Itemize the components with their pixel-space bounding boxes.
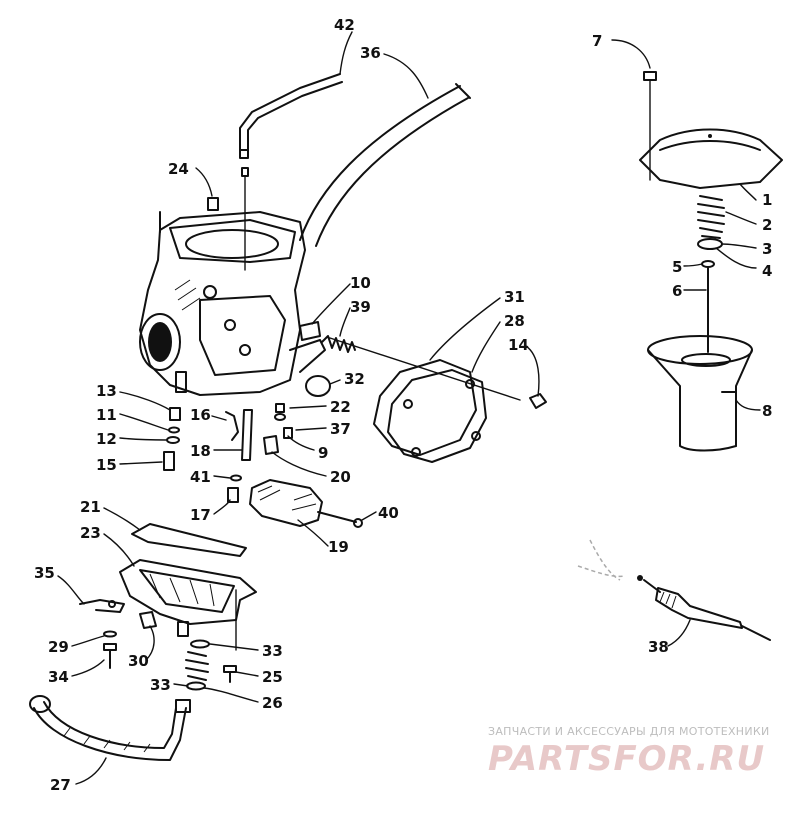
callout-6: 6 [672,282,682,300]
callout-30: 30 [128,652,149,670]
callout-32: 32 [344,370,365,388]
callout-11: 11 [96,406,117,424]
callout-22: 22 [330,398,351,416]
callout-36: 36 [360,44,381,62]
part-27-hose [29,695,191,761]
part-32-cap [305,375,331,397]
part-40-pin [317,511,363,528]
callout-38: 38 [648,638,669,656]
part-5-clip [701,260,715,268]
callout-14: 14 [508,336,529,354]
part-16-tube [225,411,239,441]
watermark-logo: PARTSFOR.RU [488,739,765,779]
callout-42: 42 [334,16,355,34]
part-3-retainer [697,238,723,250]
part-29-washer [103,630,117,638]
leader-lines [57,31,761,785]
callout-1: 1 [762,191,772,209]
callout-21: 21 [80,498,101,516]
callout-37: 37 [330,420,351,438]
watermark: ЗАПЧАСТИ И АКСЕССУАРЫ ДЛЯ МОТОТЕХНИКИ PA… [488,725,770,779]
callout-10: 10 [350,274,371,292]
callout-31: 31 [504,288,525,306]
carburetor-body [139,211,326,396]
callout-15: 15 [96,456,117,474]
callout-5: 5 [672,258,682,276]
callout-18: 18 [190,442,211,460]
part-41-ring [230,474,242,482]
callout-7: 7 [592,32,602,50]
callout-4: 4 [762,262,772,280]
callout-34: 34 [48,668,69,686]
part-14-screw [529,393,547,409]
callout-26: 26 [262,694,283,712]
callout-9: 9 [318,444,328,462]
callout-3: 3 [762,240,772,258]
part-23-float-bowl [119,559,257,651]
callout-8: 8 [762,402,772,420]
small-jets [263,403,293,455]
callout-20: 20 [330,468,351,486]
part-17-jet [227,487,239,503]
callout-28: 28 [504,312,525,330]
callout-40: 40 [378,504,399,522]
part-10-screw [299,321,321,341]
part-24-plug [207,197,219,211]
callout-35: 35 [34,564,55,582]
part-25-screw [223,665,237,683]
callout-2: 2 [762,216,772,234]
callout-29: 29 [48,638,69,656]
callout-33-upper: 33 [262,642,283,660]
watermark-tagline: ЗАПЧАСТИ И АКСЕССУАРЫ ДЛЯ МОТОТЕХНИКИ [488,725,770,738]
callout-39: 39 [350,298,371,316]
callout-19: 19 [328,538,349,556]
part-8-slide [647,335,753,452]
callout-16: 16 [190,406,211,424]
part-38-cable [577,539,771,641]
callout-23: 23 [80,524,101,542]
part-30-drain [139,611,157,629]
part-1-top-cap [639,128,783,189]
callout-17: 17 [190,506,211,524]
part-19-float [249,479,323,527]
part-36-hose [299,83,471,247]
part-7-screw [643,71,657,181]
part-34-screw [103,643,117,669]
callout-13: 13 [96,382,117,400]
callout-27: 27 [50,776,71,794]
callout-24: 24 [168,160,189,178]
part-33-ring-lower [186,681,206,691]
part-33-ring-upper [190,639,210,649]
part-31-gasket [373,359,477,456]
callout-33-lower: 33 [150,676,171,694]
assembly-line-10 [329,337,521,401]
callout-41: 41 [190,468,211,486]
callout-12: 12 [96,430,117,448]
left-small-parts [163,407,181,471]
part-42-tube [239,73,343,271]
part-26-spring [185,651,209,681]
part-35-clip [79,599,125,613]
part-28-cover [387,369,487,463]
callout-25: 25 [262,668,283,686]
part-2-spring [697,195,725,239]
part-21-gasket [131,523,247,557]
part-18-emulsion [241,409,253,461]
callout-labels: 42 36 7 24 1 2 3 4 5 6 10 39 31 28 14 8 … [34,16,772,794]
